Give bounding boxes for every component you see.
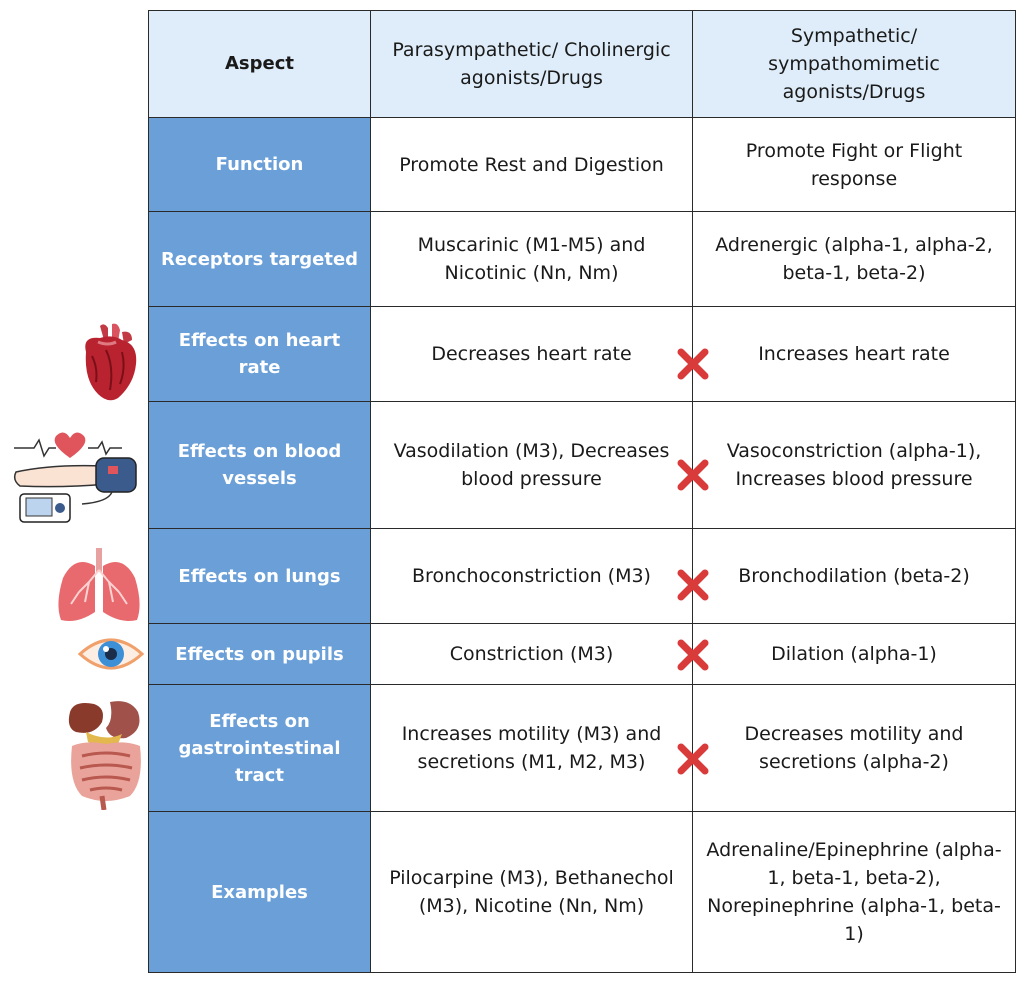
header-sympathetic: Sympathetic/ sympathomimetic agonists/Dr…	[692, 10, 1016, 118]
contrast-x-icon	[676, 458, 710, 492]
contrast-x-icon	[676, 568, 710, 602]
eye-icon	[78, 632, 144, 676]
table-row-heart-rate: Effects on heart rate Decreases heart ra…	[148, 306, 1016, 402]
row-label: Effects on pupils	[148, 623, 371, 685]
table-row-gastrointestinal: Effects on gastrointestinal tract Increa…	[148, 684, 1016, 812]
row-label: Examples	[148, 811, 371, 973]
parasympathetic-cell: Increases motility (M3) and secretions (…	[370, 684, 693, 812]
sympathetic-cell: Adrenergic (alpha-1, alpha-2, beta-1, be…	[692, 211, 1016, 307]
heart-icon	[78, 322, 142, 404]
row-label: Function	[148, 117, 371, 212]
lungs-icon	[55, 548, 143, 624]
contrast-x-icon	[676, 742, 710, 776]
header-row: Aspect Parasympathetic/ Cholinergic agon…	[148, 10, 1016, 118]
blood-pressure-monitor-icon	[12, 428, 144, 524]
parasympathetic-cell: Pilocarpine (M3), Bethanechol (M3), Nico…	[370, 811, 693, 973]
sympathetic-cell: Increases heart rate	[692, 306, 1016, 402]
digestive-system-icon	[66, 698, 146, 810]
row-label: Effects on gastrointestinal tract	[148, 684, 371, 812]
row-label: Effects on heart rate	[148, 306, 371, 402]
row-label: Receptors targeted	[148, 211, 371, 307]
sympathetic-cell: Decreases motility and secretions (alpha…	[692, 684, 1016, 812]
sympathetic-cell: Bronchodilation (beta-2)	[692, 528, 1016, 624]
sympathetic-cell: Adrenaline/Epinephrine (alpha-1, beta-1,…	[692, 811, 1016, 973]
header-aspect: Aspect	[148, 10, 371, 118]
parasympathetic-cell: Bronchoconstriction (M3)	[370, 528, 693, 624]
parasympathetic-cell: Decreases heart rate	[370, 306, 693, 402]
sympathetic-cell: Promote Fight or Flight response	[692, 117, 1016, 212]
sympathetic-cell: Vasoconstriction (alpha-1), Increases bl…	[692, 401, 1016, 529]
table-row-examples: Examples Pilocarpine (M3), Bethanechol (…	[148, 811, 1016, 973]
row-label: Effects on blood vessels	[148, 401, 371, 529]
table-row-receptors: Receptors targeted Muscarinic (M1-M5) an…	[148, 211, 1016, 307]
table-row-blood-vessels: Effects on blood vessels Vasodilation (M…	[148, 401, 1016, 529]
contrast-x-icon	[676, 347, 710, 381]
table-row-pupils: Effects on pupils Constriction (M3) Dila…	[148, 623, 1016, 685]
table-row-function: Function Promote Rest and Digestion Prom…	[148, 117, 1016, 212]
comparison-table: Aspect Parasympathetic/ Cholinergic agon…	[148, 10, 1016, 973]
header-parasympathetic: Parasympathetic/ Cholinergic agonists/Dr…	[370, 10, 693, 118]
contrast-x-icon	[676, 638, 710, 672]
parasympathetic-cell: Vasodilation (M3), Decreases blood press…	[370, 401, 693, 529]
row-label: Effects on lungs	[148, 528, 371, 624]
parasympathetic-cell: Constriction (M3)	[370, 623, 693, 685]
parasympathetic-cell: Promote Rest and Digestion	[370, 117, 693, 212]
table-row-lungs: Effects on lungs Bronchoconstriction (M3…	[148, 528, 1016, 624]
sympathetic-cell: Dilation (alpha-1)	[692, 623, 1016, 685]
parasympathetic-cell: Muscarinic (M1-M5) and Nicotinic (Nn, Nm…	[370, 211, 693, 307]
